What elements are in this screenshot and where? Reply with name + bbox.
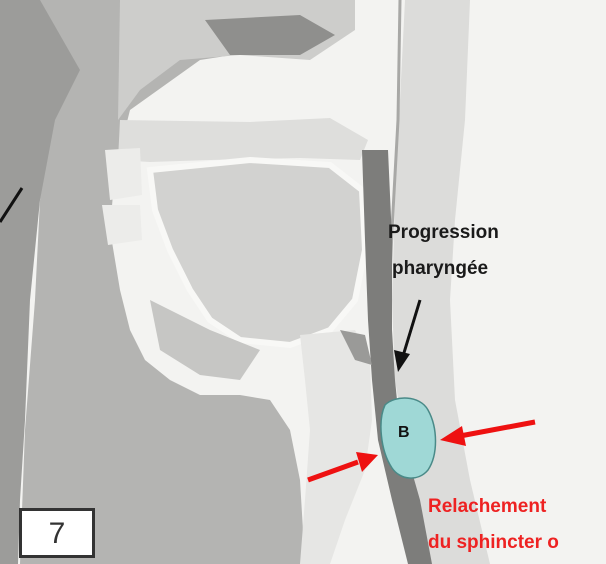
upper-lip <box>105 148 142 200</box>
bolus-label: B <box>398 424 410 442</box>
progression-label-line1: Progression <box>388 222 499 244</box>
palate <box>118 118 368 162</box>
lower-lip <box>102 205 142 245</box>
panel-number-box: 7 <box>19 508 95 558</box>
relaxation-label-line1: Relachement <box>428 496 546 518</box>
relaxation-label-line2: du sphincter o <box>428 532 559 554</box>
progression-label-line2: pharyngée <box>392 258 488 280</box>
panel-number: 7 <box>22 517 92 551</box>
